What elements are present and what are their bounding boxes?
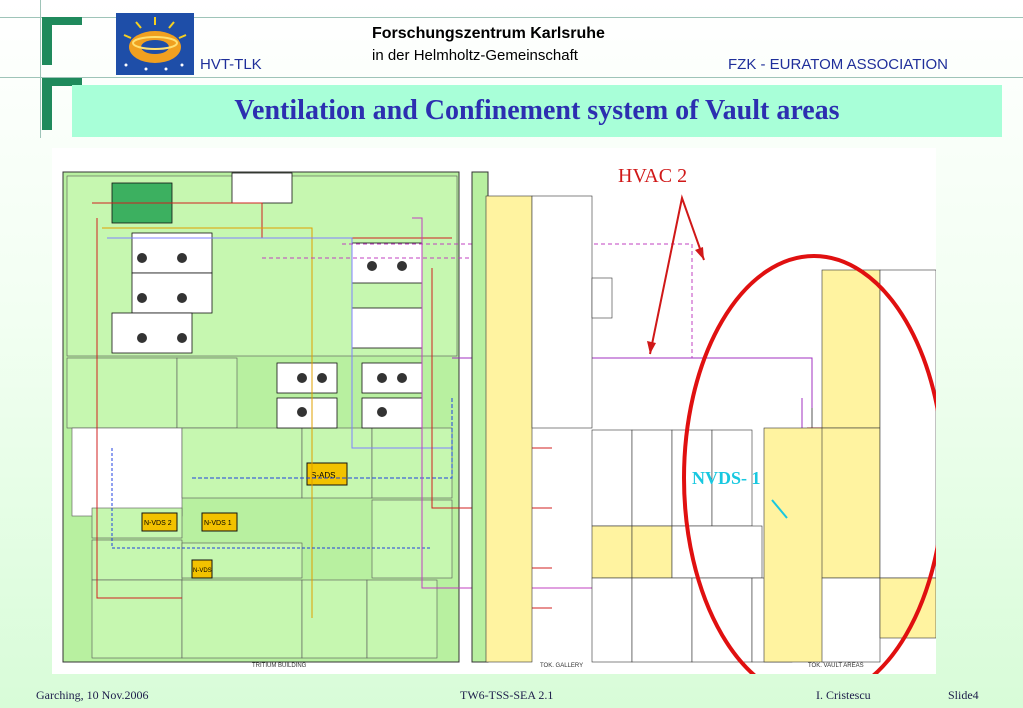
tritium-room [91,579,183,659]
tritium-room [366,579,438,659]
header-left-rule [40,0,41,138]
corner-bracket-top-horizontal [42,17,82,25]
gallery-room [711,429,753,527]
tritium-room [371,427,453,499]
footer-document-id: TW6-TSS-SEA 2.1 [460,688,554,702]
tok-gallery-label: TOK. GALLERY [540,663,583,669]
gallery-room [631,577,693,663]
nvds-label: N-VDS [193,568,212,574]
ventilation-schematic: S-ADS N-VDS 2 N-VDS 1 N-VDS [52,148,946,702]
hvac-2-pointer [649,194,705,355]
vault-tall-block [821,269,881,429]
nvds-1-annotation: NVDS- 1 [692,468,761,488]
tritium-room [71,427,183,517]
organization-name: Forschungszentrum Karlsruhe [372,25,605,42]
s-ads-label: S-ADS [311,471,335,480]
gallery-shaft [471,171,489,663]
footer-slide-number: Slide4 [948,688,979,702]
hvac-2-arrowhead-right [695,247,704,260]
gallery-room [531,195,593,429]
slide-title: Ventilation and Confinement system of Va… [234,95,840,126]
tok-vault-areas-label: TOK. VAULT AREAS [808,663,864,669]
s-ads-box [306,462,348,486]
footer-location-date: Garching, 10 Nov.2006 [36,688,149,702]
nvds-2-label: N-VDS 2 [144,520,172,527]
gallery-room [591,429,633,527]
gallery-room [631,525,673,579]
gallery-room [631,429,673,527]
nvds-1-pointer [771,499,788,519]
corner-bracket-bottom-horizontal [42,78,82,86]
corner-bracket-top-vertical [42,17,52,65]
header-top-rule [0,17,1023,18]
hvac-2-arrowhead-left [647,341,656,354]
tritium-room [301,579,368,659]
nvds-2-box [141,512,178,532]
tritium-building-label: TRITIUM BUILDING [252,663,307,669]
footer-author: I. Cristescu [816,688,871,702]
gallery-room [591,277,613,319]
vault-room [821,577,881,663]
gallery-room [591,577,633,663]
gallery-room [671,525,763,579]
gallery-yellow-column [485,195,533,663]
organization-subtitle: in der Helmholtz-Gemeinschaft [372,47,578,64]
tritium-room [176,357,238,429]
department-tag: HVT-TLK [200,56,262,73]
fusion-torus-logo-icon [116,13,194,75]
gallery-room [591,525,633,579]
tritium-room [181,579,303,659]
schematic-drawing: S-ADS N-VDS 2 N-VDS 1 N-VDS [62,165,946,702]
nvds-1-label: N-VDS 1 [204,520,232,527]
tritium-room [66,357,178,429]
vault-block [821,427,881,579]
gallery-room [671,429,713,527]
fzk-logo [116,13,194,75]
tritium-room [181,427,303,499]
association-tag: FZK - EURATOM ASSOCIATION [728,56,949,73]
title-bar: Ventilation and Confinement system of Va… [72,85,1002,137]
header-bottom-rule [0,77,1023,78]
tritium-room [371,499,453,579]
corner-bracket-bottom-vertical [42,78,52,130]
nvds-1-box [201,512,238,532]
hvac-2-label: HVAC 2 [618,165,687,187]
vault-column [763,427,825,663]
tritium-room [91,539,183,581]
valve-symbols [137,253,407,417]
nvds-box [191,559,213,579]
vault-room [879,269,937,579]
